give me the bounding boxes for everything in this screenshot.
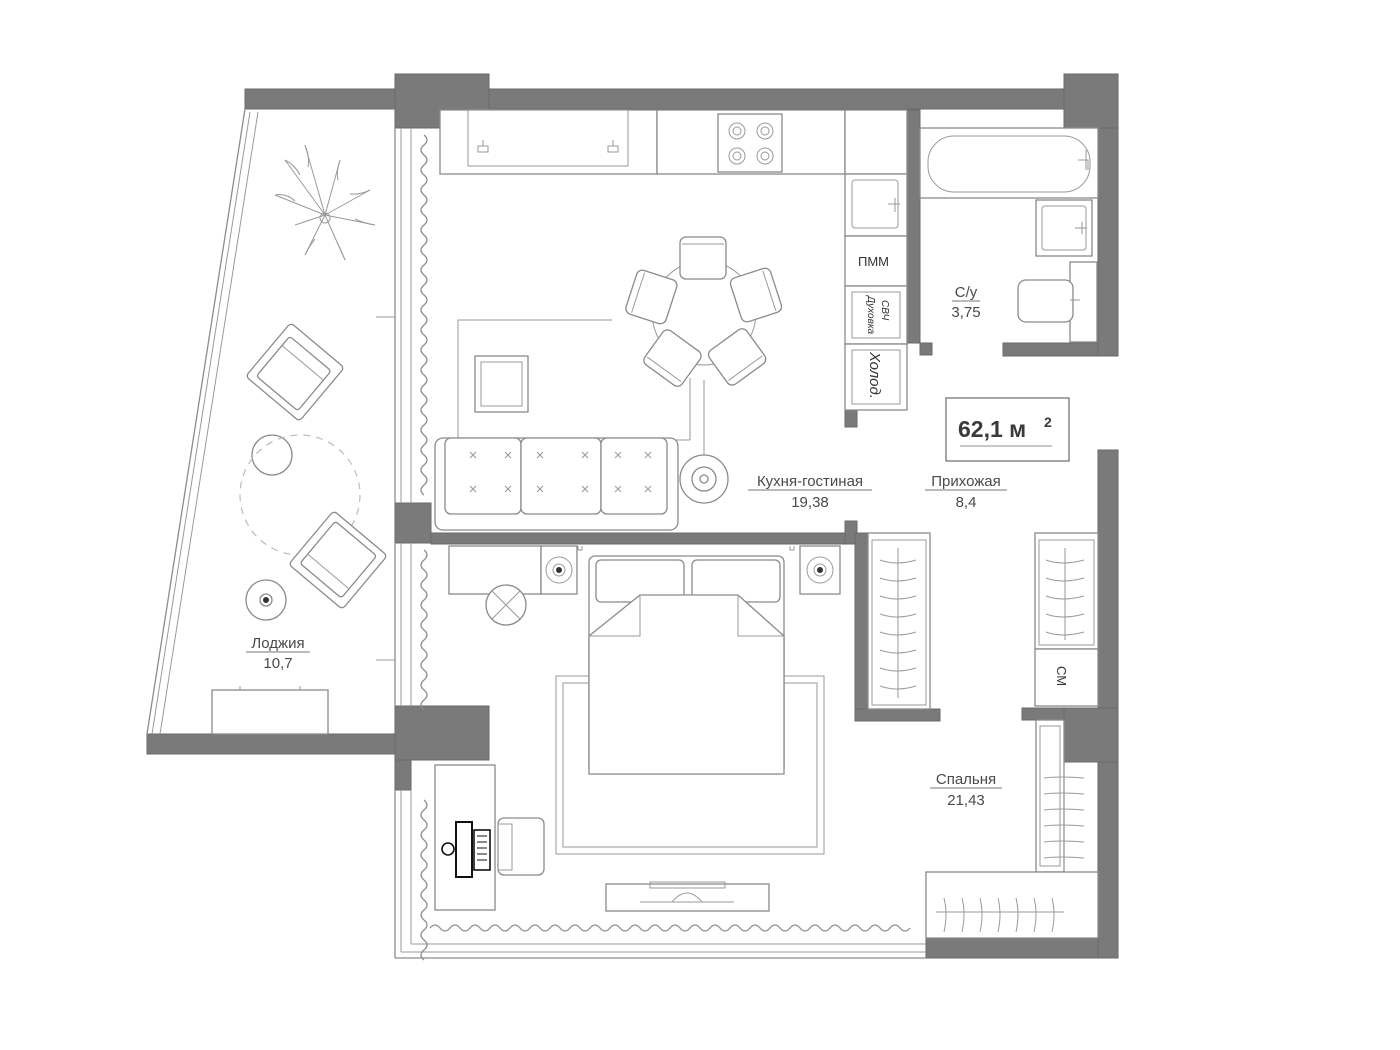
total-area-value: 62,1 м: [958, 416, 1026, 442]
dining-set: [625, 236, 783, 387]
kitchen-counter-left: [439, 109, 658, 175]
living-furniture: [434, 319, 729, 531]
wall-top-left: [244, 88, 396, 110]
bathroom-furniture: [919, 127, 1099, 343]
loggia-area: 10,7: [263, 655, 292, 672]
wall-right-bottom: [1097, 761, 1119, 959]
kitchen-living-name: Кухня-гостиная: [757, 473, 863, 490]
bedroom-furniture: [434, 545, 1099, 939]
loggia-furniture: [211, 144, 387, 735]
loggia-cabinet: [211, 689, 329, 735]
desk-chair: [497, 817, 545, 876]
hallway-area: 8,4: [956, 494, 977, 511]
bathtub: [919, 127, 1099, 199]
cooktop: [717, 113, 783, 173]
bedroom-area: 21,43: [947, 792, 985, 809]
tv-stand: [605, 881, 770, 912]
kitchen-living-area: 19,38: [791, 494, 829, 511]
washer-cabinet: [1034, 648, 1099, 707]
armchair-top: [246, 323, 344, 421]
desk-bedroom-top: [448, 545, 542, 595]
wall-wardrobe-bottom: [854, 708, 941, 722]
bathroom-name: С/у: [955, 284, 978, 301]
dining-chair: [679, 236, 727, 280]
wall-top: [488, 88, 1065, 110]
wall-column-mid: [394, 502, 432, 544]
coffee-table: [474, 355, 529, 413]
walls: [146, 73, 1119, 959]
wardrobe-bedroom: [925, 719, 1099, 939]
bedroom-name: Спальня: [936, 771, 996, 788]
workdesk: [434, 764, 545, 911]
bathroom-area: 3,75: [951, 304, 980, 321]
wall-wardrobe-left: [854, 532, 869, 722]
kitchen-corner: [844, 109, 908, 175]
laptop-icon: [455, 821, 473, 878]
bed: [588, 555, 785, 775]
wardrobe-right: [1034, 532, 1099, 707]
kitchen-furniture: [439, 109, 908, 411]
wall-bath-stub: [919, 342, 933, 356]
plant-icon: [274, 144, 376, 261]
sofa: [434, 437, 679, 531]
wall-bottom-right: [925, 937, 1099, 959]
total-area-box: 62,1 м 2: [945, 397, 1070, 462]
wall-bath-bottom: [1002, 342, 1099, 357]
dishwasher-cabinet: [844, 235, 908, 287]
wall-right-bath: [1097, 127, 1119, 357]
wall-bedroom-left-stub: [394, 759, 412, 791]
side-table-loggia: [251, 434, 293, 476]
washer-label: СМ: [1054, 666, 1069, 686]
fridge-cabinet: [844, 343, 908, 411]
hallway-wardrobe: [867, 532, 931, 710]
windows: [146, 108, 926, 959]
fridge-label: Холод.: [866, 351, 883, 399]
loggia-name: Лоджия: [251, 635, 304, 652]
total-area-unit-sup: 2: [1044, 414, 1052, 430]
wall-loggia-bottom: [146, 733, 396, 755]
wall-column-right: [1063, 707, 1119, 763]
armchair-bottom: [289, 511, 387, 609]
toilet: [1017, 261, 1098, 343]
oven-label: Духовка: [865, 295, 876, 335]
wall-bath-left: [906, 109, 921, 344]
dishwasher-label: ПММ: [858, 254, 889, 269]
hallway-name: Прихожая: [931, 473, 1001, 490]
wall-kitchen-bedroom: [430, 532, 858, 545]
appliance-labels: ПММ Духовка СВЧ Холод. СМ: [858, 254, 1069, 686]
wall-column-top-right: [1063, 73, 1119, 129]
microwave-label: СВЧ: [879, 300, 890, 321]
wall-wardrobe-stub: [1021, 707, 1065, 721]
wall-right-mid: [1097, 449, 1119, 709]
room-labels: Лоджия 10,7 Кухня-гостиная 19,38 Прихожа…: [246, 284, 1007, 809]
wall-column-loggia: [394, 705, 490, 761]
